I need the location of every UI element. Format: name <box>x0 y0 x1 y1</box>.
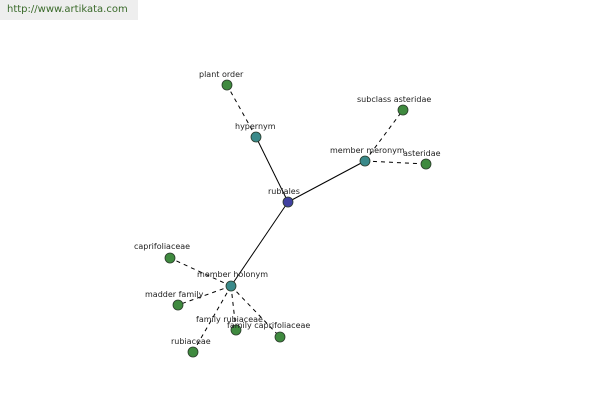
label-family-rubiaceae: family rubiaceae <box>196 315 263 324</box>
edge-meronym-asteridae <box>364 160 427 165</box>
node-family-caprifoliaceae[interactable] <box>274 331 286 343</box>
label-asteridae: asteridae <box>403 149 441 158</box>
node-hypernym[interactable] <box>250 131 262 143</box>
edge-rubiales-hypernym <box>255 136 289 203</box>
node-asteridae[interactable] <box>420 158 432 170</box>
node-rubiales[interactable] <box>282 196 294 208</box>
label-member-meronym: member meronym <box>330 146 405 155</box>
url-banner: http://www.artikata.com <box>0 0 138 20</box>
label-rubiales: rubiales <box>268 187 300 196</box>
edge-rubiales-member-holonym <box>230 201 289 287</box>
node-subclass-asteridae[interactable] <box>397 104 409 116</box>
edge-holonym-family-caprifoliaceae <box>230 285 281 338</box>
node-caprifoliaceae[interactable] <box>164 252 176 264</box>
label-plant-order: plant order <box>199 70 244 79</box>
node-plant-order[interactable] <box>221 79 233 91</box>
node-member-holonym[interactable] <box>225 280 237 292</box>
node-member-meronym[interactable] <box>359 155 371 167</box>
label-caprifoliaceae: caprifoliaceae <box>134 242 190 251</box>
label-rubiaceae: rubiaceae <box>171 337 211 346</box>
node-rubiaceae[interactable] <box>187 346 199 358</box>
edge-holonym-madder-family <box>177 285 232 306</box>
edge-hypernym-plant-order <box>226 84 257 138</box>
edge-meronym-subclass-asteridae <box>364 109 404 162</box>
node-family-rubiaceae[interactable] <box>230 324 242 336</box>
edge-rubiales-member-meronym <box>287 160 366 203</box>
label-member-holonym: member holonym <box>197 270 268 279</box>
edge-holonym-caprifoliaceae <box>169 257 232 287</box>
node-madder-family[interactable] <box>172 299 184 311</box>
label-subclass-asteridae: subclass asteridae <box>357 95 431 104</box>
site-url[interactable]: http://www.artikata.com <box>7 4 128 15</box>
label-family-caprifoliaceae: family caprifoliaceae <box>227 321 310 330</box>
label-madder-family: madder family <box>145 290 204 299</box>
label-hypernym: hypernym <box>235 122 276 131</box>
